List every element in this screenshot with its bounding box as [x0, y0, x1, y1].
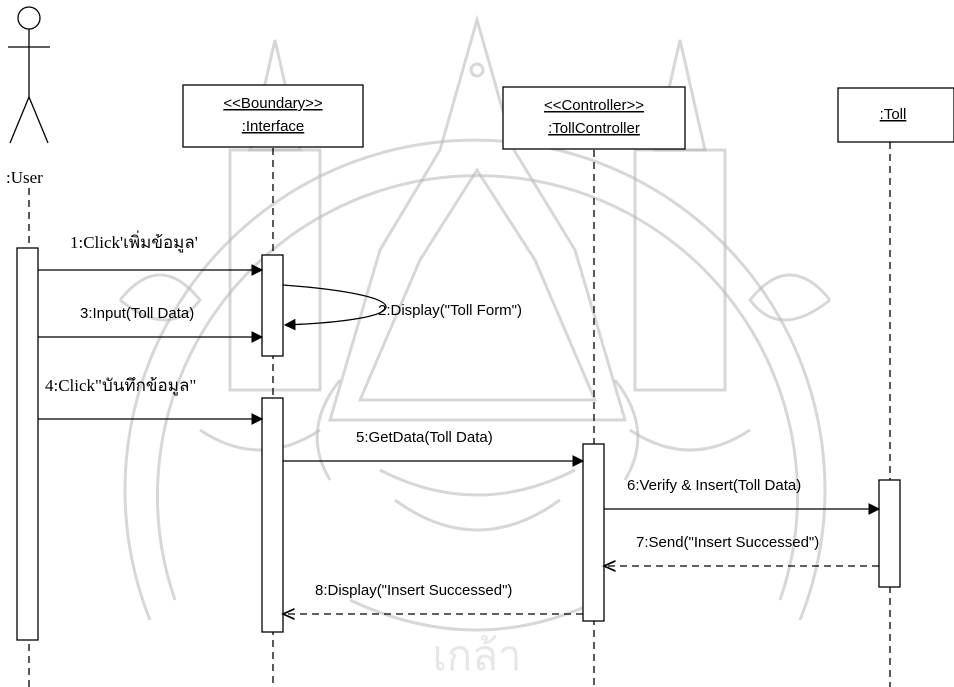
message-1-label: 1:Click'เพิ่มข้อมูล' [70, 230, 198, 253]
message-3-label: 3:Input(Toll Data) [80, 305, 194, 322]
controller-activation [582, 443, 605, 622]
controller-stereotype: <<Controller>> [544, 97, 644, 114]
toll-name: :Toll [880, 106, 907, 123]
user-actor: :User [6, 6, 50, 187]
interface-stereotype: <<Boundary>> [223, 95, 322, 112]
message-8-label: 8:Display("Insert Successed") [315, 582, 512, 599]
message-6-label: 6:Verify & Insert(Toll Data) [627, 477, 801, 494]
interface-object: <<Boundary>> :Interface [182, 84, 364, 148]
message-7-label: 7:Send("Insert Successed") [636, 534, 819, 551]
toll-activation [878, 479, 901, 588]
message-2-self-arrow [282, 284, 387, 331]
interface-activation-1 [261, 254, 284, 357]
actor-head-icon [17, 6, 41, 30]
actor-label: :User [6, 168, 43, 187]
controller-name: :TollController [548, 120, 640, 137]
interface-name: :Interface [242, 118, 305, 135]
toll-object: :Toll [837, 87, 954, 143]
seal-text-watermark: เกล้า [432, 631, 521, 680]
message-5-label: 5:GetData(Toll Data) [356, 429, 493, 446]
controller-object: <<Controller>> :TollController [502, 86, 686, 150]
user-activation [16, 247, 39, 641]
interface-activation-2 [261, 397, 284, 633]
message-2-label: 2:Display("Toll Form") [378, 302, 522, 319]
message-4-label: 4:Click"บันทึกข้อมูล" [45, 376, 196, 396]
